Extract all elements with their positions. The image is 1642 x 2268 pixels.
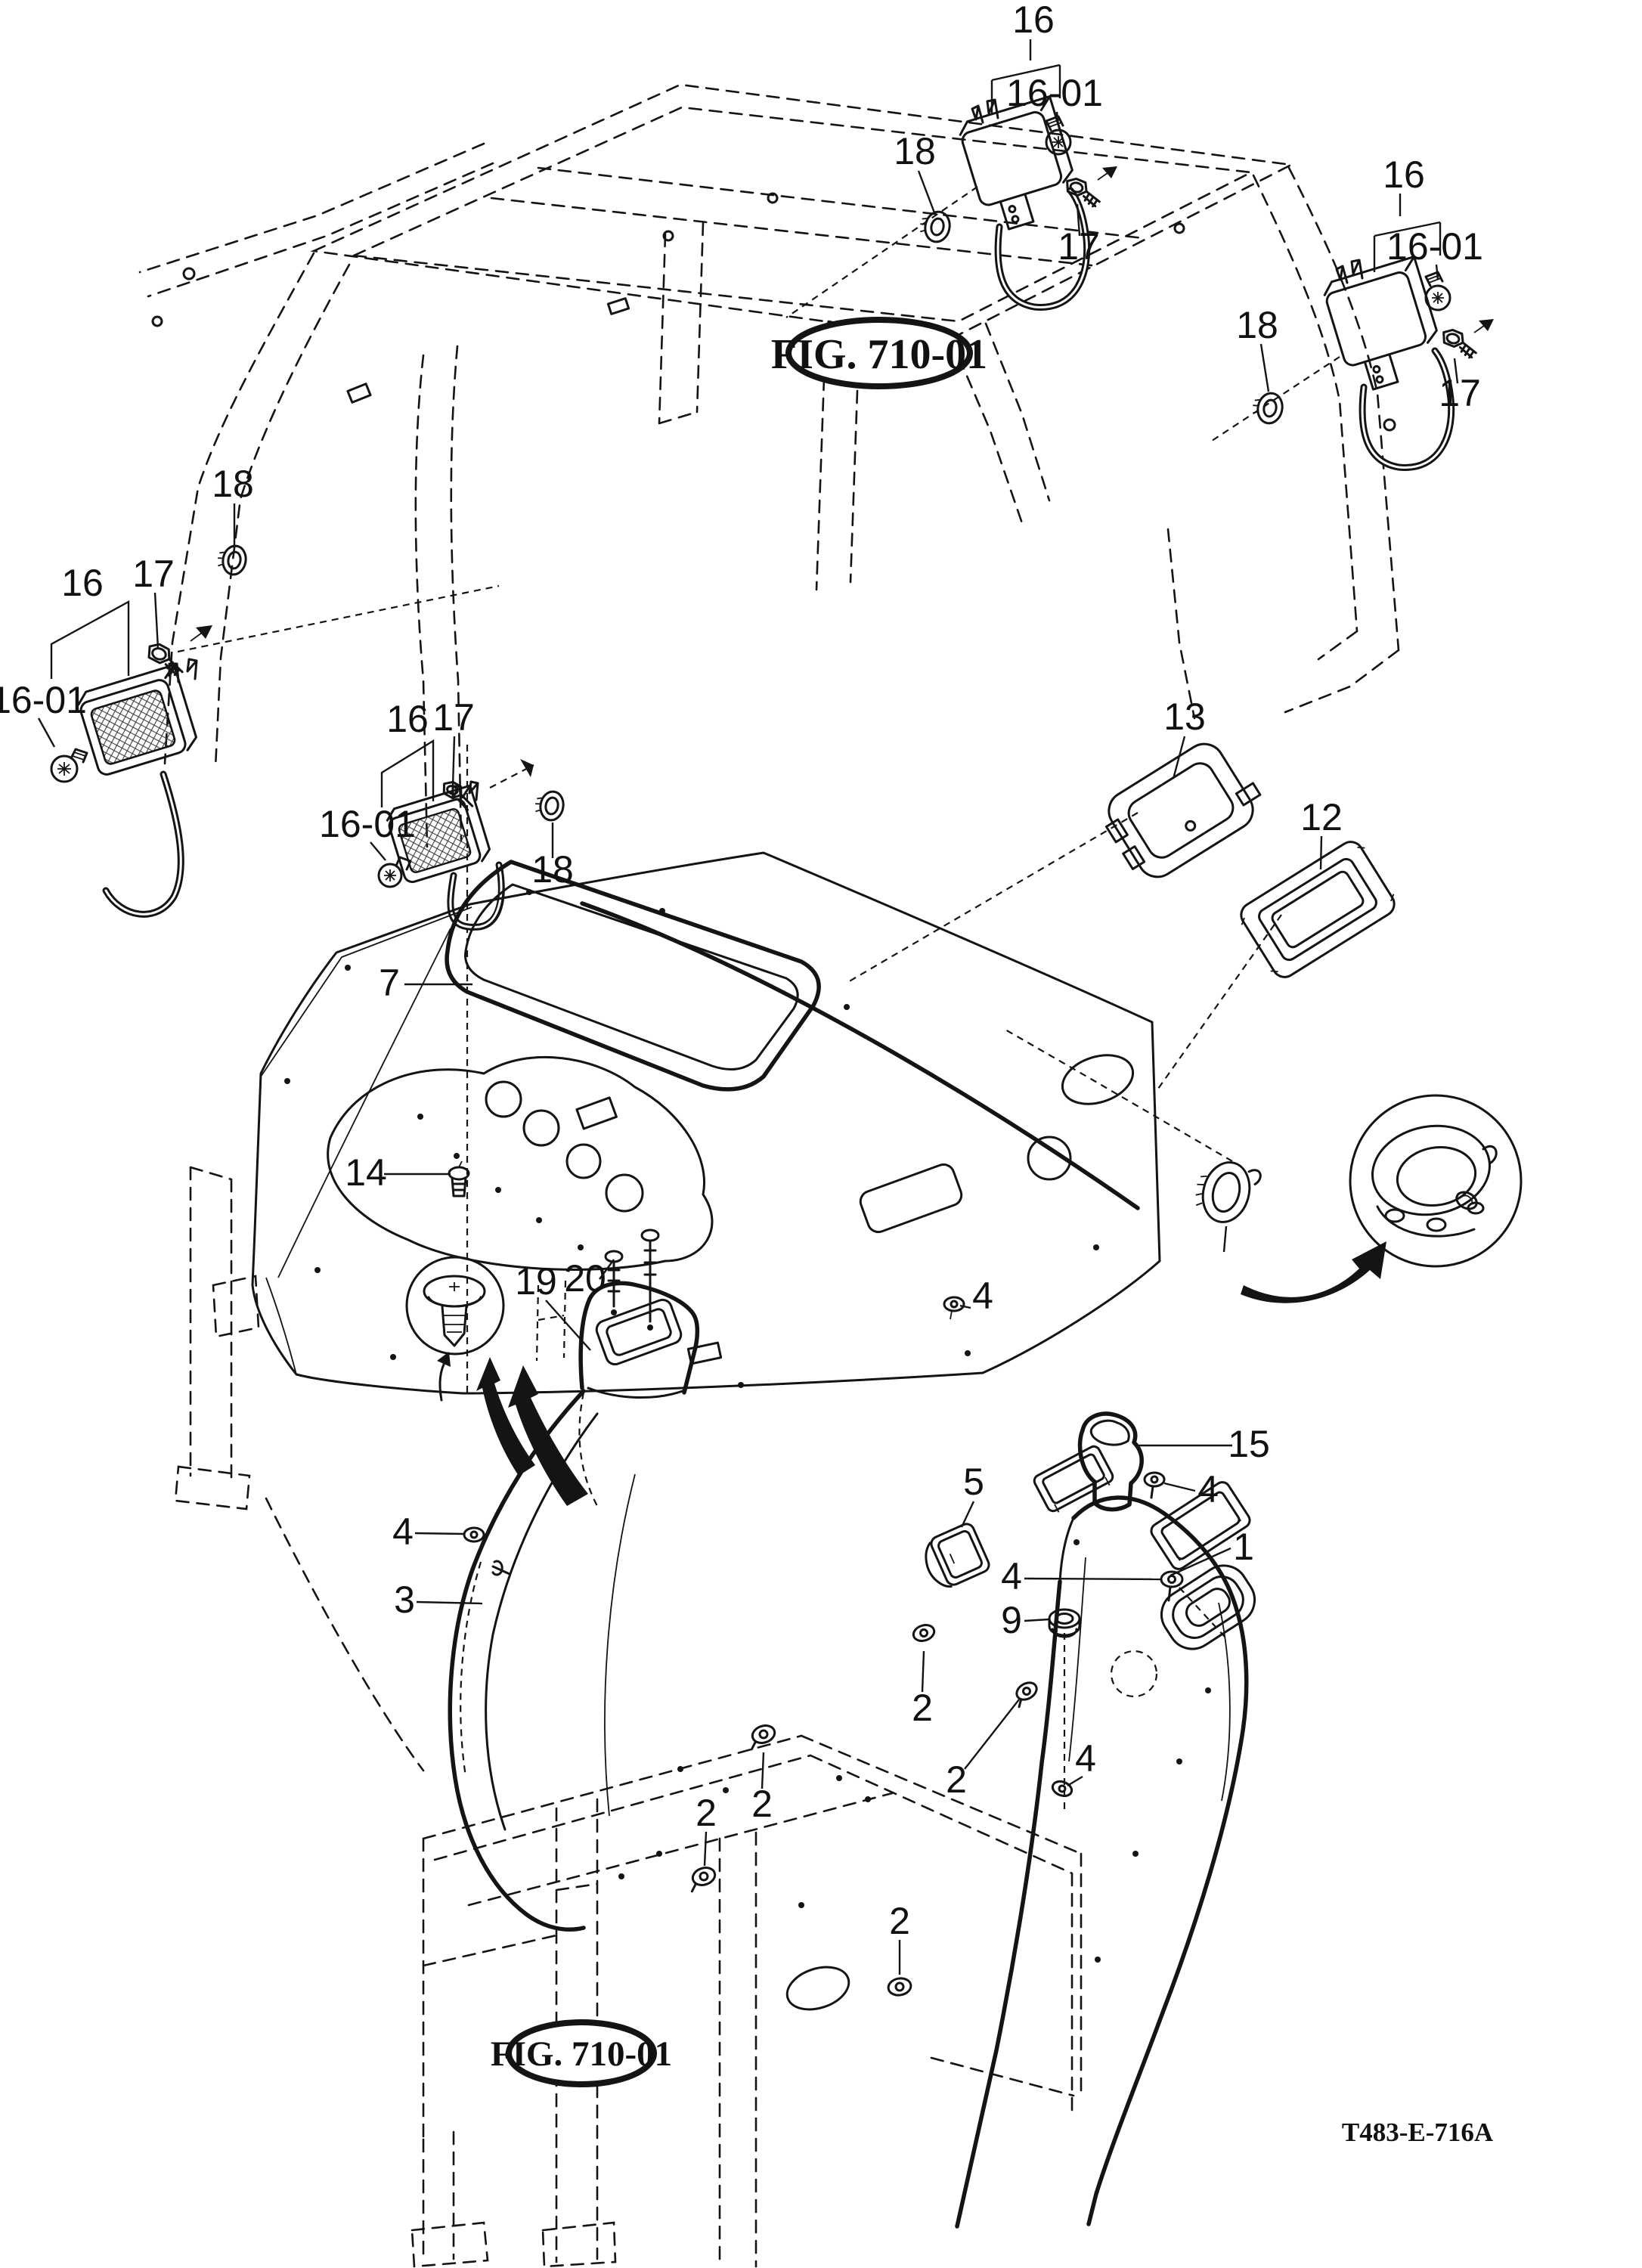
part-label-14: 14 [345, 1151, 387, 1194]
lens-5 [925, 1523, 990, 1588]
part-label-16-01-mid-left: 16-01 [319, 803, 416, 845]
screw-14 [448, 1160, 470, 1198]
part-label-16-01-top-right: 16-01 [1386, 225, 1483, 268]
part-label-16-top-right: 16 [1383, 153, 1425, 196]
part-label-12: 12 [1300, 796, 1343, 838]
grommet-9 [1048, 1608, 1081, 1638]
seat-support-frame [174, 1166, 1083, 2268]
part-label-2-a: 2 [696, 1792, 717, 1834]
part-label-4-bottom: 4 [1075, 1737, 1096, 1780]
part-label-2-e: 2 [912, 1687, 933, 1729]
work-lamp-top-right [1252, 256, 1494, 471]
grommet-8 [1195, 1161, 1262, 1223]
part-label-3: 3 [394, 1579, 415, 1621]
washer-4-armrest [943, 1296, 965, 1320]
part-label-16-01-left: 16-01 [0, 679, 87, 721]
part-label-17-left: 17 [132, 553, 175, 595]
diagram-code: T483-E-716A [1342, 2118, 1494, 2147]
work-lamp-mid-left [277, 780, 565, 1278]
fender-right [925, 1411, 1256, 2229]
part-labels: 16 16-01 18 17 16 16-01 18 17 18 16 17 1… [0, 0, 1483, 1942]
part-label-5: 5 [963, 1461, 984, 1503]
vent-panel [1240, 841, 1396, 978]
part-label-13: 13 [1163, 696, 1206, 738]
part-label-16-mid-left: 16 [386, 698, 429, 740]
part-label-4-mid: 4 [1001, 1555, 1022, 1597]
part-label-18-left: 18 [212, 463, 254, 505]
part-label-18-mid-left: 18 [531, 848, 574, 891]
screw-20-a [604, 1250, 624, 1315]
screw-20-b [640, 1228, 660, 1331]
part-label-4-right: 4 [1197, 1468, 1219, 1510]
part-label-2-b: 2 [751, 1783, 773, 1825]
armrest-console [535, 1228, 965, 1507]
part-label-18-top-right: 18 [1236, 304, 1278, 346]
part-label-16-01-top-center: 16-01 [1006, 72, 1103, 114]
fig-ref-bottom: FIG. 710-01 [491, 2019, 672, 2087]
assembly-axis-lines [177, 186, 1340, 1814]
work-lamp-left [50, 544, 247, 918]
work-lamp-top-center [919, 95, 1117, 311]
part-label-17-top-right: 17 [1439, 372, 1481, 414]
screws-2 [448, 1160, 1038, 1997]
latch-detail-callout [1241, 1094, 1523, 1303]
fender-left [448, 1389, 636, 1932]
part-label-15: 15 [1228, 1423, 1270, 1465]
part-label-9: 9 [1001, 1599, 1022, 1641]
part-label-17-mid-left: 17 [432, 696, 475, 739]
part-label-1: 1 [1233, 1526, 1254, 1568]
part-label-18-top-center: 18 [894, 130, 936, 172]
cup-holder-15 [1033, 1411, 1144, 1513]
cab-frame-wireframe [138, 83, 1400, 848]
part-label-7: 7 [379, 962, 400, 1004]
clip-4-left [463, 1526, 485, 1543]
roof-hatch [1104, 742, 1262, 878]
part-label-19: 19 [515, 1260, 557, 1303]
part-label-2-d: 2 [889, 1900, 910, 1942]
part-label-17-top-center: 17 [1058, 225, 1100, 268]
fig-ref-top: FIG. 710-01 [771, 317, 987, 389]
clip-4-right [1143, 1471, 1166, 1499]
part-label-16-top-center: 16 [1012, 0, 1055, 41]
part-label-20: 20 [564, 1257, 606, 1300]
fig-ref-top-text: FIG. 710-01 [771, 331, 987, 378]
washer-4-bottom [1051, 1780, 1073, 1798]
fig-ref-bottom-text: FIG. 710-01 [491, 2034, 672, 2074]
part-label-4-armrest: 4 [972, 1275, 993, 1317]
roof-panel [251, 851, 1161, 1395]
leader-lines [37, 39, 1459, 1975]
part-label-2-f: 2 [946, 1758, 967, 1801]
part-label-16-left: 16 [61, 562, 104, 604]
part-label-4-left: 4 [392, 1510, 414, 1553]
